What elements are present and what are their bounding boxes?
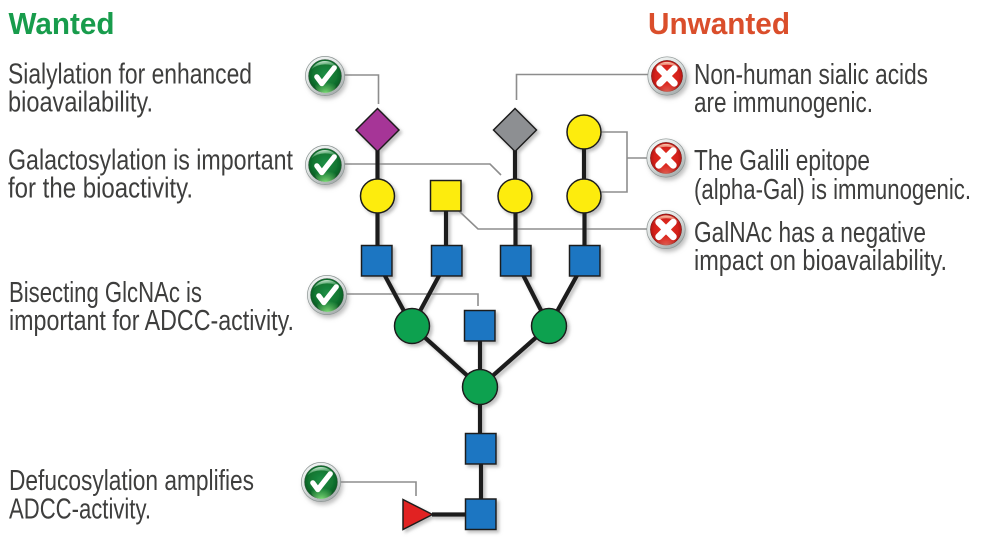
svg-text:Wanted: Wanted (9, 6, 115, 41)
svg-text:Defucosylation amplifies: Defucosylation amplifies (9, 465, 254, 497)
svg-text:Non-human sialic acids: Non-human sialic acids (694, 59, 928, 91)
svg-text:(alpha-Gal) is immunogenic.: (alpha-Gal) is immunogenic. (694, 174, 971, 206)
svg-text:The Galili epitope: The Galili epitope (694, 145, 870, 177)
svg-text:Sialylation for enhanced: Sialylation for enhanced (8, 59, 252, 91)
svg-text:Bisecting GlcNAc is: Bisecting GlcNAc is (9, 277, 202, 309)
svg-text:are immunogenic.: are immunogenic. (694, 87, 873, 119)
svg-text:Unwanted: Unwanted (648, 6, 790, 41)
svg-text:Galactosylation is important: Galactosylation is important (8, 145, 293, 177)
svg-text:for the bioactivity.: for the bioactivity. (8, 173, 193, 205)
svg-text:important for ADCC-activity.: important for ADCC-activity. (9, 305, 294, 337)
svg-text:bioavailability.: bioavailability. (8, 87, 153, 119)
svg-text:ADCC-activity.: ADCC-activity. (9, 494, 151, 526)
svg-text:GalNAc has a negative: GalNAc has a negative (694, 217, 926, 249)
svg-text:impact on bioavailability.: impact on bioavailability. (694, 245, 947, 277)
